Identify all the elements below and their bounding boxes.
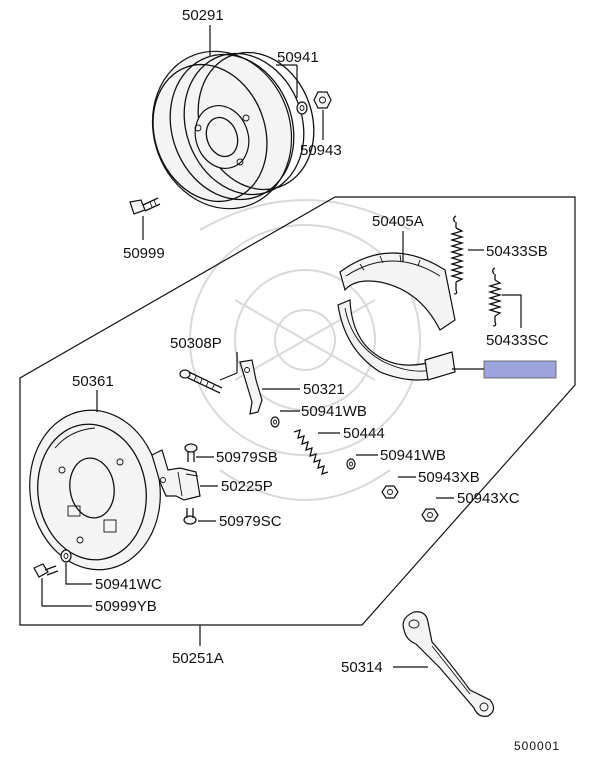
nut-50943 xyxy=(313,91,332,109)
spring-50444 xyxy=(293,429,329,475)
label-50941WB-a: 50941WB xyxy=(301,403,367,420)
bracket-50225P xyxy=(151,449,201,501)
label-50999: 50999 xyxy=(123,245,165,262)
pin-50308P xyxy=(179,369,223,394)
lever-50321 xyxy=(239,359,263,415)
label-50979SC: 50979SC xyxy=(219,513,282,530)
brake-shoe-set xyxy=(337,252,456,381)
assembly-frame xyxy=(19,196,576,626)
label-50943XB: 50943XB xyxy=(418,469,480,486)
washer-50941WB-b xyxy=(346,458,356,470)
lever-arm-50314 xyxy=(402,611,495,717)
label-50308P: 50308P xyxy=(170,335,222,352)
nut-50943XB xyxy=(381,485,399,499)
label-50941WC: 50941WC xyxy=(95,576,162,593)
bolt-50999 xyxy=(129,197,161,215)
nut-50943XC xyxy=(421,508,439,522)
backing-plate xyxy=(29,409,161,571)
washer-50941 xyxy=(296,101,308,115)
label-50444: 50444 xyxy=(343,425,385,442)
label-50361: 50361 xyxy=(72,373,114,390)
watermark-emblem xyxy=(189,199,421,501)
label-50433SC: 50433SC xyxy=(486,332,549,349)
label-50225P: 50225P xyxy=(221,478,273,495)
label-50943XC: 50943XC xyxy=(457,490,520,507)
label-50291: 50291 xyxy=(182,7,224,24)
bolt-50999YB xyxy=(33,563,59,578)
washer-50941WC xyxy=(60,549,72,563)
label-50433SB: 50433SB xyxy=(486,243,548,260)
bolt-50979SC xyxy=(183,508,197,525)
label-50941WB-b: 50941WB xyxy=(380,447,446,464)
label-50405A: 50405A xyxy=(372,213,424,230)
brake-drum xyxy=(151,50,315,210)
label-50979SB: 50979SB xyxy=(216,449,278,466)
diagram-code: 500001 xyxy=(514,739,560,753)
spring-50433SB xyxy=(449,215,465,295)
bolt-50979SB xyxy=(184,443,198,462)
label-50943: 50943 xyxy=(300,142,342,159)
label-50321: 50321 xyxy=(303,381,345,398)
spring-50433SC xyxy=(487,267,503,327)
label-50251A: 50251A xyxy=(172,650,224,667)
label-50941: 50941 xyxy=(277,49,319,66)
label-50999YB: 50999YB xyxy=(95,598,157,615)
washer-50941WB-a xyxy=(270,416,280,428)
label-50314: 50314 xyxy=(341,659,383,676)
highlight-callout-box xyxy=(483,360,557,379)
